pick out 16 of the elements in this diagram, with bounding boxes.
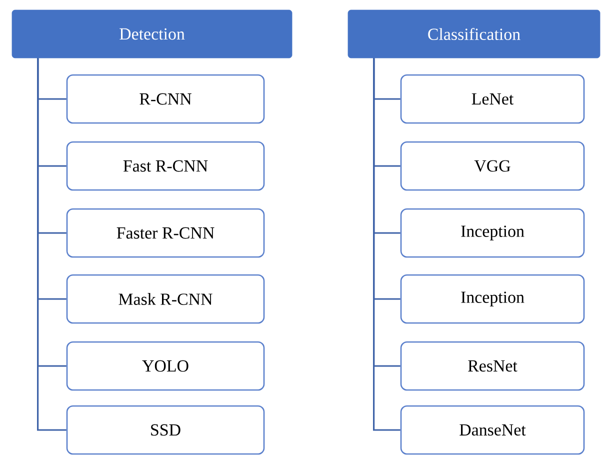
category-header: Detection [12,10,292,58]
model-box: DanseNet [400,405,585,455]
model-box: Inception [400,208,585,258]
model-box: YOLO [66,341,265,391]
model-box: SSD [66,405,265,455]
model-box: R-CNN [66,74,265,124]
model-box: Inception [400,274,585,324]
model-box: ResNet [400,341,585,391]
model-box: LeNet [400,74,585,124]
model-box: Mask R-CNN [66,274,265,324]
connector [37,58,66,431]
connector [373,58,400,431]
model-box: VGG [400,141,585,191]
model-box: Faster R-CNN [66,208,265,258]
model-box: Fast R-CNN [66,141,265,191]
category-header: Classification [348,10,600,58]
